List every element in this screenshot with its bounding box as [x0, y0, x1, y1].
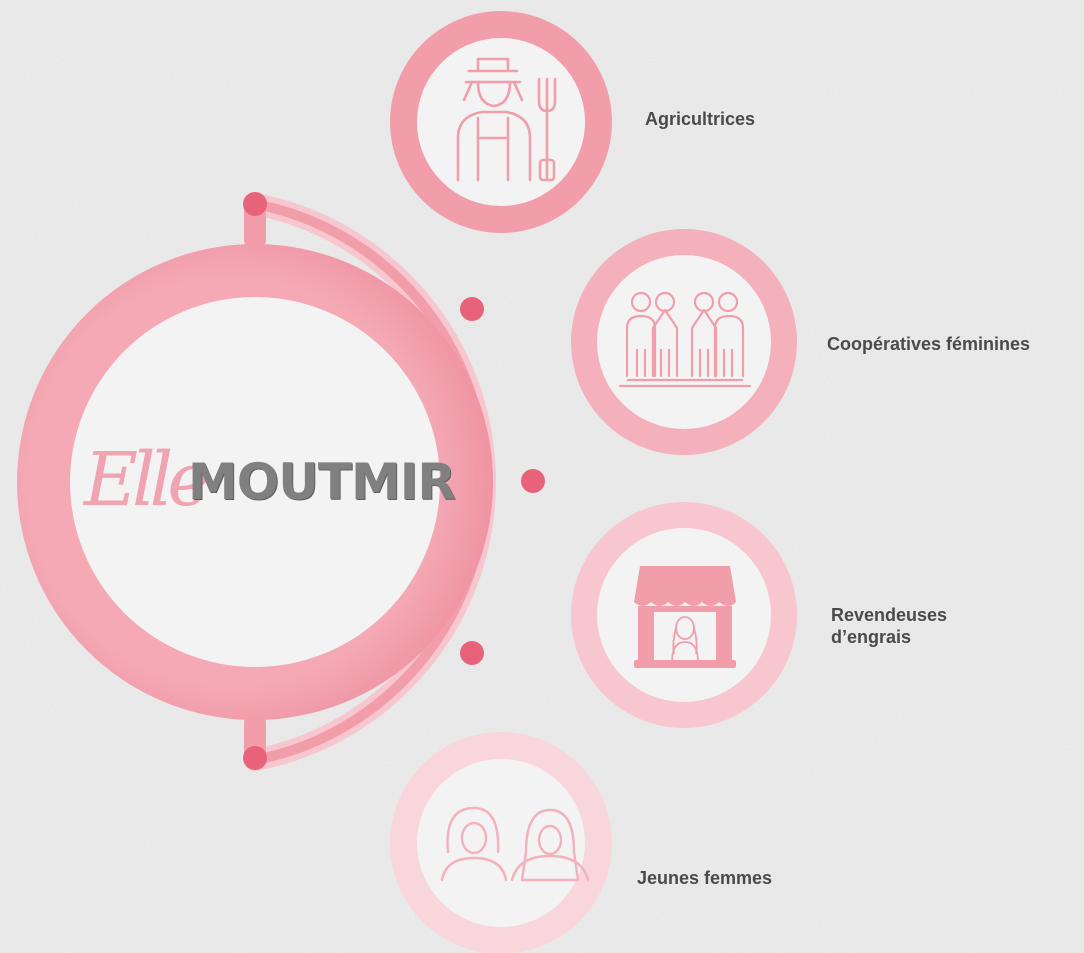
segment-agricultrices: [390, 11, 612, 233]
label-cooperatives-feminines: Coopératives féminines: [827, 334, 1031, 354]
arc-dot-1: [460, 297, 484, 321]
arc-dot-bottom-end: [243, 746, 267, 770]
logo-wordmark: MOUTMIR: [188, 453, 456, 511]
label-revendeuses-dengrais: Revendeuses d’engrais: [831, 604, 991, 648]
brand-logo: Elle MOUTMIR: [84, 420, 456, 540]
label-agricultrices: Agricultrices: [645, 109, 756, 129]
cooperative-group-icon: [618, 291, 752, 388]
label-revendeuses-line1: Revendeuses: [831, 605, 948, 625]
shop-seller-icon: [634, 566, 736, 668]
arc-dot-2: [521, 469, 545, 493]
segment-jeunes-femmes: [390, 732, 612, 953]
young-women-icon: [440, 806, 590, 882]
label-revendeuses-line2: d’engrais: [831, 627, 912, 647]
farmer-icon: [456, 57, 557, 182]
arc-dot-top-end: [243, 192, 267, 216]
segment-cooperatives: [571, 229, 797, 455]
logo-script-text: Elle: [84, 437, 211, 523]
segment-revendeuses: [571, 502, 797, 728]
label-jeunes-femmes: Jeunes femmes: [637, 868, 773, 888]
arc-dot-3: [460, 641, 484, 665]
main-circle-inner: [70, 297, 440, 667]
